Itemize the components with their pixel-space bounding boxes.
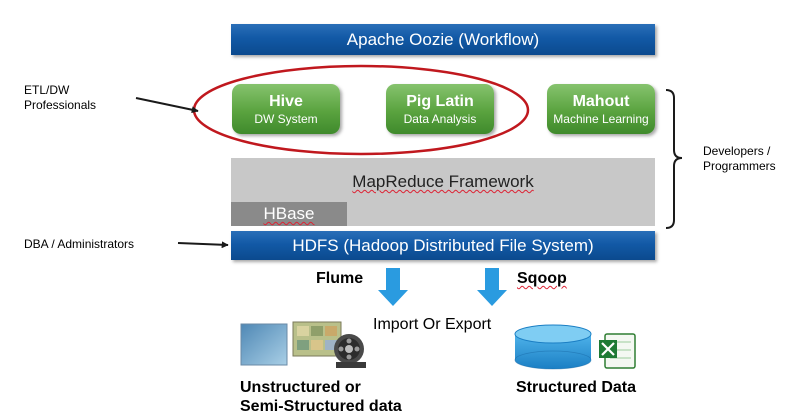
mahout-title: Mahout bbox=[572, 92, 630, 110]
pig-latin-box: Pig Latin Data Analysis bbox=[386, 84, 494, 134]
etl-role-line2: Professionals bbox=[24, 98, 97, 112]
oozie-bar-label: Apache Oozie (Workflow) bbox=[346, 29, 540, 49]
etl-role-line1: ETL/DW bbox=[24, 83, 70, 97]
hive-subtitle: DW System bbox=[254, 111, 318, 126]
hbase-box: HBase bbox=[231, 202, 347, 226]
developers-role-line2: Programmers bbox=[703, 159, 776, 173]
sqoop-label: Sqoop bbox=[517, 270, 567, 288]
mapreduce-label: MapReduce Framework bbox=[231, 172, 655, 192]
mahout-box: Mahout Machine Learning bbox=[547, 84, 655, 134]
database-icon bbox=[514, 324, 592, 370]
hive-box: Hive DW System bbox=[232, 84, 340, 134]
unstructured-media-icons bbox=[240, 321, 366, 368]
highlight-ellipse bbox=[192, 64, 530, 156]
oozie-bar: Apache Oozie (Workflow) bbox=[231, 24, 655, 55]
developers-bracket bbox=[665, 89, 683, 229]
sqoop-label-text: Sqoop bbox=[517, 270, 567, 287]
flume-down-arrow bbox=[378, 268, 408, 306]
unstructured-line2: Semi-Structured data bbox=[240, 398, 402, 415]
excel-icon bbox=[599, 333, 636, 369]
structured-caption: Structured Data bbox=[516, 379, 637, 396]
developers-role-line1: Developers / bbox=[703, 144, 771, 158]
etl-role-label: ETL/DW Professionals bbox=[24, 83, 96, 113]
sqoop-down-arrow bbox=[477, 268, 507, 306]
flume-label: Flume bbox=[316, 270, 364, 287]
hbase-label: HBase bbox=[263, 204, 315, 223]
dba-role-label: DBA / Administrators bbox=[24, 237, 135, 251]
mapreduce-label-text: MapReduce Framework bbox=[352, 172, 534, 191]
unstructured-line1: Unstructured or bbox=[240, 379, 361, 396]
pig-latin-subtitle: Data Analysis bbox=[403, 111, 477, 126]
developers-role-label: Developers / Programmers bbox=[703, 144, 776, 174]
mahout-subtitle: Machine Learning bbox=[553, 111, 649, 126]
hdfs-bar: HDFS (Hadoop Distributed File System) bbox=[231, 231, 655, 260]
hive-title: Hive bbox=[269, 92, 303, 110]
unstructured-caption: Unstructured or Semi-Structured data bbox=[240, 378, 402, 416]
hdfs-bar-label: HDFS (Hadoop Distributed File System) bbox=[292, 235, 594, 255]
import-export-label: Import Or Export bbox=[373, 316, 492, 333]
etl-pointer-arrow bbox=[135, 97, 199, 114]
pig-latin-title: Pig Latin bbox=[406, 92, 474, 110]
dba-pointer-arrow bbox=[177, 241, 229, 249]
